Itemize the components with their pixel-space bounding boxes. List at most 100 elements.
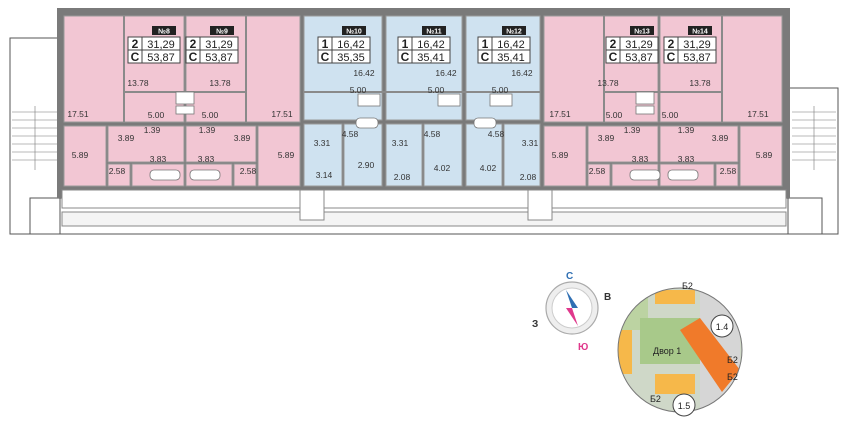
- room-area-label: 4.02: [480, 163, 497, 173]
- room-area-label: 13.78: [689, 78, 711, 88]
- right-stair-frame: [787, 87, 839, 235]
- apartment-living-area: 31,29: [205, 39, 233, 51]
- site-label-b2-2: Б2: [727, 355, 738, 365]
- room-area-label: 2.58: [720, 166, 737, 176]
- room-area-label: 4.58: [342, 129, 359, 139]
- apartment-living-area: 16,42: [417, 39, 445, 51]
- room-area-label: 3.89: [118, 133, 135, 143]
- apartment-type: С: [189, 50, 198, 64]
- apartment-total-area: 53,87: [205, 52, 233, 64]
- apartment-type: С: [609, 50, 618, 64]
- site-label-b2-1: Б2: [682, 281, 693, 291]
- building-b2-bottom: [655, 374, 695, 394]
- room-area-label: 4.58: [424, 129, 441, 139]
- apartment-number-badge: [630, 26, 654, 35]
- apartment-type: С: [131, 50, 140, 64]
- apartment-total-area: 35,35: [337, 52, 365, 64]
- room-area-label: 17.51: [271, 109, 293, 119]
- apartment-total-area: 53,87: [147, 52, 175, 64]
- room-area-label: 13.78: [209, 78, 231, 88]
- building-number-2: 1.5: [678, 401, 691, 411]
- room-area-label: 5.89: [552, 150, 569, 160]
- apartment-9[interactable]: [185, 15, 301, 187]
- corridor: [61, 189, 787, 209]
- apartment-type: С: [481, 50, 490, 64]
- apartment-type: С: [401, 50, 410, 64]
- apartment-rooms: 1: [322, 37, 329, 51]
- fixtures: [149, 91, 699, 181]
- apartment-number: №11: [426, 28, 441, 36]
- compass-south-label: Ю: [578, 342, 588, 353]
- room-area-label: 16.42: [353, 68, 375, 78]
- apartment-number-badge: [210, 26, 234, 35]
- apartment-rooms: 1: [482, 37, 489, 51]
- apartment-living-area: 31,29: [683, 39, 711, 51]
- highlighted-building: [680, 318, 740, 392]
- stairwell-entry-right: [527, 189, 553, 221]
- compass-needle-north: [566, 290, 578, 308]
- room-area-label: 5.00: [202, 110, 219, 120]
- room-area-label: 1.39: [678, 125, 695, 135]
- room-area-label: 3.83: [150, 154, 167, 164]
- room-area-label: 16.42: [435, 68, 457, 78]
- room-area-label: 2.08: [520, 172, 537, 182]
- room-area-label: 2.08: [394, 172, 411, 182]
- outer-gallery: [61, 211, 787, 227]
- room-area-label: 5.89: [72, 150, 89, 160]
- apartment-living-area: 31,29: [147, 39, 175, 51]
- room-area-label: 3.83: [678, 154, 695, 164]
- room-area-label: 5.89: [278, 150, 295, 160]
- room-area-label: 4.02: [434, 163, 451, 173]
- site-label-b2-3: Б2: [650, 394, 661, 404]
- apartment-rooms: 2: [132, 37, 139, 51]
- room-area-label: 5.00: [148, 110, 165, 120]
- apartment-number-badge: [688, 26, 712, 35]
- stairwell-entry-left: [299, 189, 325, 221]
- room-area-label: 2.58: [240, 166, 257, 176]
- apartment-number-badge: [152, 26, 176, 35]
- room-area-label: 2.58: [589, 166, 606, 176]
- apartment-rooms: 1: [402, 37, 409, 51]
- apartment-total-area: 53,87: [625, 52, 653, 64]
- apartment-number: №10: [346, 28, 362, 36]
- room-area-label: 2.58: [109, 166, 126, 176]
- building-b2-top: [655, 290, 695, 304]
- room-area-label: 3.89: [234, 133, 251, 143]
- apartment-number: №13: [634, 28, 650, 36]
- apartment-number: №12: [506, 28, 522, 36]
- apartment-card[interactable]: №12 1 16,42С 35,41: [477, 26, 531, 64]
- room-area-label: 5.00: [428, 85, 445, 95]
- room-area-label: 4.58: [488, 129, 505, 139]
- room-area-label: 1.39: [144, 125, 161, 135]
- courtyard-label: Двор 1: [653, 346, 681, 356]
- room-area-label: 5.00: [350, 85, 367, 95]
- apartment-number-badge: [502, 26, 526, 35]
- room-area-label: 2.90: [358, 160, 375, 170]
- building-marker-1: [710, 314, 734, 338]
- apartment-living-area: 16,42: [497, 39, 525, 51]
- apartment-rooms: 2: [668, 37, 675, 51]
- room-area-label: 17.51: [67, 109, 89, 119]
- room-area-label: 3.14: [316, 170, 333, 180]
- compass-east-label: В: [604, 292, 611, 303]
- apartment-number: №14: [692, 28, 708, 36]
- room-area-label: 1.39: [199, 125, 216, 135]
- apartment-number-badge: [342, 26, 366, 35]
- room-area-label: 3.31: [392, 138, 409, 148]
- room-area-label: 17.51: [549, 109, 571, 119]
- room-area-label: 1.39: [624, 125, 641, 135]
- building-number-1: 1.4: [716, 322, 729, 332]
- apartment-type: С: [321, 50, 330, 64]
- apartment-total-area: 35,41: [497, 52, 525, 64]
- room-area-label: 3.89: [712, 133, 729, 143]
- site-label-b2-4: Б2: [727, 372, 738, 382]
